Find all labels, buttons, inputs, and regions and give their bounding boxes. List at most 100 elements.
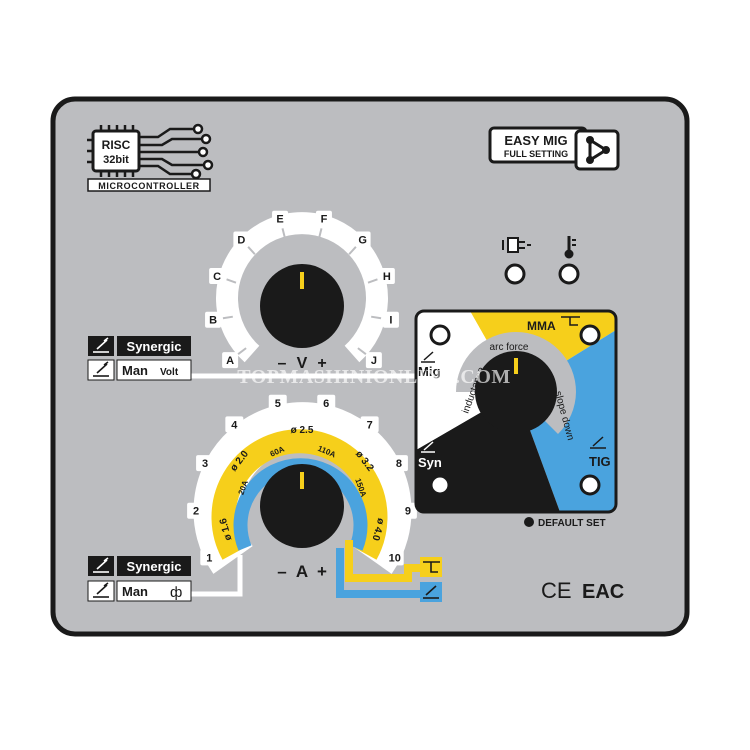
current-scale-mark: 7: [360, 416, 379, 433]
mma-holder-icon: [561, 316, 580, 326]
current-scale-label: 7: [367, 419, 373, 431]
current-minus: –: [277, 562, 286, 581]
mig-torch-icon: [421, 351, 435, 363]
voltage-scale-arc: [216, 212, 388, 363]
expand-arrow-icon: [586, 136, 610, 164]
watermark-text: TOPMASHINIONLINE.COM: [237, 366, 511, 388]
voltage-scale-mark: D: [233, 231, 250, 248]
current-scale-mark: 6: [317, 394, 336, 411]
current-man-label: Man: [122, 584, 148, 599]
current-mode-labels: Synergic Man ф: [87, 556, 192, 602]
tig-lead-blue: [336, 548, 432, 598]
circuit-traces-icon: [139, 127, 205, 176]
voltage-scale: A B C D E F G H I J: [205, 210, 399, 369]
voltage-scale-mark: F: [315, 210, 332, 227]
mma-led: [579, 324, 601, 346]
chip-label-risc: RISC: [102, 138, 131, 152]
voltage-tick: [357, 347, 367, 355]
current-scale-mark: 1: [200, 549, 219, 566]
current-scale-label: 1: [206, 552, 212, 564]
voltage-scale-mark: H: [378, 268, 395, 285]
current-scale-mark: 10: [385, 549, 404, 566]
current-scale-label: 9: [405, 506, 411, 518]
easy-mig-badge: EASY MIG FULL SETTING: [488, 126, 620, 171]
eac-mark: EAC: [582, 581, 624, 603]
current-scale-label: 5: [275, 398, 281, 410]
current-scale-mark: 8: [389, 455, 408, 472]
voltage-scale-mark: B: [205, 311, 222, 328]
tig-mode-torch-icon: [590, 436, 606, 449]
voltage-scale-label: D: [237, 234, 245, 246]
ce-mark: CE: [541, 578, 572, 603]
voltage-tick: [237, 347, 247, 355]
voltage-tick: [348, 246, 357, 255]
easy-mig-title: EASY MIG: [504, 133, 567, 148]
current-scale-mark: 5: [268, 394, 287, 411]
thermometer-icon: [564, 236, 576, 259]
current-scale-mark: 3: [196, 455, 215, 472]
plug-icon: [502, 237, 531, 253]
syn-label: Syn: [418, 455, 442, 470]
voltage-scale-label: E: [276, 214, 283, 226]
voltage-letter: V: [297, 355, 308, 372]
voltage-knob[interactable]: [260, 264, 344, 348]
current-knob[interactable]: [260, 464, 344, 548]
current-scale-label: 2: [193, 506, 199, 518]
arc-force-label: arc force: [490, 342, 529, 353]
current-scale-label: 6: [323, 398, 329, 410]
voltage-minus: –: [278, 355, 287, 372]
voltage-scale-mark: A: [222, 352, 239, 369]
voltage-plus: +: [317, 355, 326, 372]
microcontroller-badge: RISC 32bit MICROCONTROLLER: [87, 123, 214, 192]
voltage-tick: [318, 228, 323, 239]
current-scale-mark: 9: [398, 502, 417, 519]
torch-icon: [93, 582, 109, 598]
current-scale-label: 3: [202, 458, 208, 470]
mma-lead-yellow: [345, 540, 432, 582]
voltage-tick: [247, 246, 256, 255]
voltage-scale-mark: J: [365, 352, 382, 369]
voltage-scale-mark: C: [209, 268, 226, 285]
voltage-man-label: Man: [122, 363, 148, 378]
voltage-tick: [367, 278, 378, 284]
chip-label-32bit: 32bit: [103, 154, 129, 166]
current-scale-mark: 4: [225, 416, 244, 433]
voltage-scale-label: A: [226, 355, 234, 367]
tig-torch-icon: [423, 585, 439, 599]
current-letter: A: [296, 562, 308, 581]
current-scale-mark: 2: [187, 502, 206, 519]
current-diameter-arc-yellow: [211, 429, 388, 560]
current-scale-label: 4: [231, 419, 238, 431]
voltage-mode-labels: Synergic Man Volt: [87, 336, 192, 381]
torch-icon: [93, 337, 109, 353]
mig-led: [429, 324, 451, 346]
electrode-holder-icon: [423, 561, 440, 573]
thermal-led: [558, 263, 580, 285]
voltage-synergic-label: Synergic: [127, 339, 182, 354]
mode-knob[interactable]: [475, 351, 557, 433]
default-set-led: [524, 517, 534, 527]
mig-label: Mig: [418, 364, 440, 379]
current-man-unit: ф: [170, 584, 182, 601]
current-plus: +: [317, 562, 327, 581]
mma-label: MMA: [527, 319, 556, 333]
current-synergic-label: Synergic: [127, 559, 182, 574]
torch-icon: [93, 361, 109, 377]
voltage-scale-mark: E: [272, 210, 289, 227]
voltage-scale-label: C: [213, 271, 221, 283]
voltage-scale-label: F: [321, 214, 328, 226]
microcontroller-caption: MICROCONTROLLER: [98, 181, 200, 191]
voltage-tick: [281, 228, 286, 239]
voltage-scale-mark: I: [382, 311, 399, 328]
voltage-man-unit: Volt: [160, 367, 179, 378]
easy-mig-subtitle: FULL SETTING: [504, 149, 568, 159]
wire-diameter-label: ø 2.5: [291, 425, 314, 436]
current-scale-label: 10: [389, 552, 401, 564]
tig-label: TIG: [589, 454, 611, 469]
default-set-label: DEFAULT SET: [538, 518, 606, 529]
power-led: [504, 263, 526, 285]
current-scale-label: 8: [396, 458, 402, 470]
voltage-scale-label: G: [358, 234, 367, 246]
